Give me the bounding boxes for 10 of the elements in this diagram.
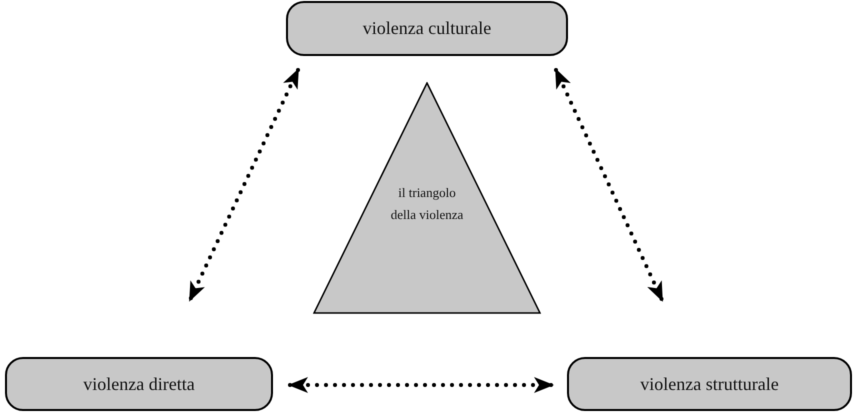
dotted-double-arrow bbox=[554, 68, 664, 302]
rounded-box bbox=[286, 1, 568, 56]
rounded-box bbox=[567, 357, 852, 411]
rounded-box bbox=[5, 357, 273, 411]
triangle-label: il triangolo della violenza bbox=[390, 184, 464, 224]
dotted-double-arrow bbox=[288, 377, 554, 393]
node-label: violenza diretta bbox=[83, 374, 195, 394]
node-label: violenza strutturale bbox=[640, 374, 779, 394]
dotted-double-arrow bbox=[188, 68, 300, 302]
node-label: violenza culturale bbox=[362, 18, 492, 39]
